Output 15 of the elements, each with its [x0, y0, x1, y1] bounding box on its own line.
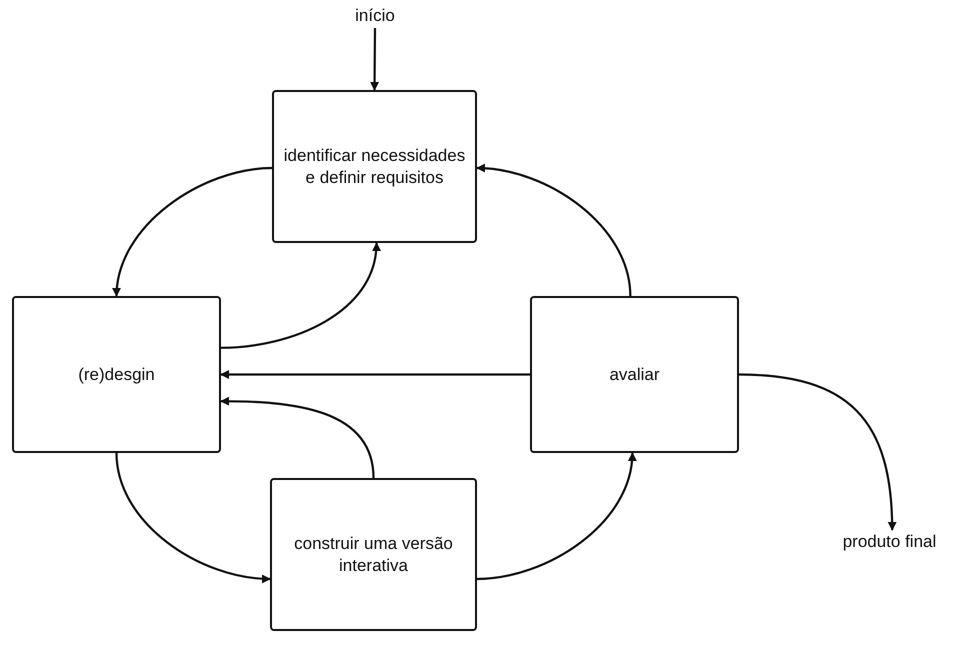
arrow — [220, 396, 375, 478]
start-label: início — [355, 5, 395, 27]
arrow — [738, 373, 896, 531]
arrow — [220, 242, 380, 349]
arrow — [115, 452, 271, 583]
arrow — [476, 164, 632, 296]
arrow — [476, 452, 636, 580]
process-box: identificar necessidades e definir requisitos — [272, 90, 477, 243]
arrow — [220, 370, 530, 379]
arrow — [370, 28, 380, 91]
process-box: avaliar — [530, 296, 739, 453]
process-box: (re)desgin — [12, 296, 221, 453]
end-label: produto final — [842, 531, 936, 553]
process-box: construir uma versão interativa — [270, 478, 477, 631]
arrow — [112, 166, 272, 297]
